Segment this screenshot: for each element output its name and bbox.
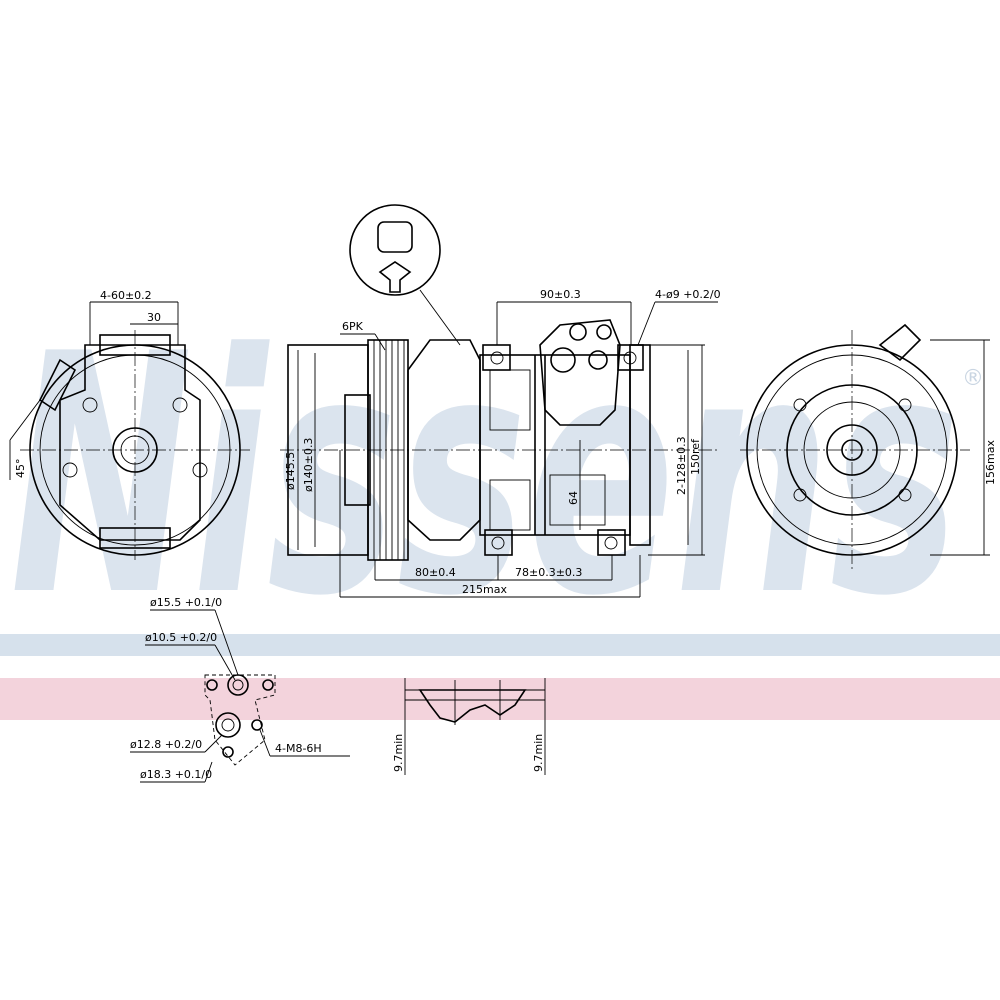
dim-overall-length: 215max — [462, 583, 507, 596]
dim-port-d2: ø10.5 +0.2/0 — [145, 631, 217, 644]
dim-ref-height: 150ref — [689, 438, 702, 475]
dim-bolt-spacing: 4-60±0.2 — [100, 289, 152, 302]
blue-band — [0, 634, 1000, 656]
port-flange-detail: ø15.5 +0.1/0 ø10.5 +0.2/0 ø12.8 +0.2/0 ø… — [130, 596, 350, 783]
dim-hole-to-hole: 78±0.3±0.3 — [515, 566, 582, 579]
dim-port-d3: ø12.8 +0.2/0 — [130, 738, 202, 751]
dim-inner: 64 — [567, 491, 580, 505]
dim-pulley-diameter: ø145.5 — [284, 452, 297, 490]
front-view-left: 4-60±0.2 30 45° — [9, 289, 250, 560]
dim-height: 156max — [984, 440, 997, 485]
dim-angle: 45° — [14, 459, 27, 479]
dim-pulley-to-hole: 80±0.4 — [415, 566, 456, 579]
dim-width: 30 — [147, 311, 161, 324]
belt-label: 6PK — [342, 320, 364, 333]
dim-clutch-diameter: ø140±0.3 — [302, 438, 315, 492]
dim-mount-height: 2-128±0.3 — [675, 436, 688, 495]
dim-depth-right: 9.7min — [532, 734, 545, 772]
side-view-compressor: 90±0.3 4-ø9 +0.2/0 6PK ø145.5 ø140±0.3 2… — [280, 288, 721, 598]
registered-mark: ® — [962, 366, 984, 391]
dim-hole-spacing: 90±0.3 — [540, 288, 581, 301]
dim-port-d4: ø18.3 +0.1/0 — [140, 768, 212, 781]
dim-port-d1: ø15.5 +0.1/0 — [150, 596, 222, 609]
section-detail: 9.7min 9.7min — [392, 678, 546, 775]
dim-depth-left: 9.7min — [392, 734, 405, 772]
dim-holes: 4-ø9 +0.2/0 — [655, 288, 721, 301]
dim-thread: 4-M8-6H — [275, 742, 322, 755]
connector-detail — [349, 204, 461, 346]
watermark-logo: Nissens — [10, 284, 960, 668]
rear-view-right: 156max — [740, 323, 997, 570]
